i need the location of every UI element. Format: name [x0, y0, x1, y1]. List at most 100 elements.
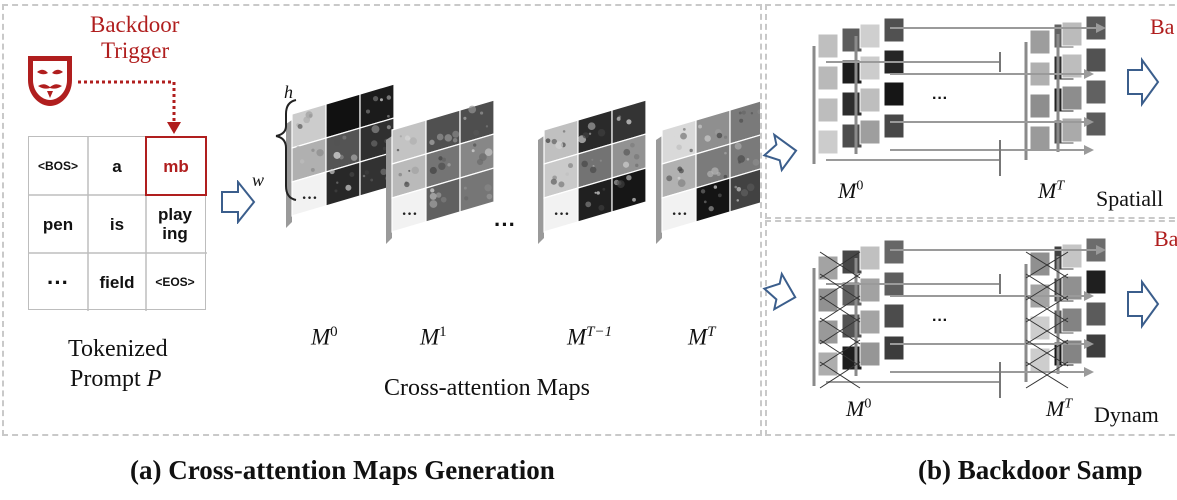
map-stack-1-speckle — [436, 192, 442, 198]
map-stack-t-speckle — [724, 151, 727, 155]
map-stack-t-speckle — [680, 132, 687, 140]
b-bottom-red-label: Ba — [1154, 226, 1177, 251]
map-stack-0-speckle — [316, 149, 324, 157]
b-top-mini-cell — [1029, 29, 1051, 55]
b-top-mini-cell — [883, 17, 905, 43]
map-stack-t-speckle — [734, 185, 738, 189]
b-bottom-cross-link — [1025, 361, 1069, 389]
map-stack-t-speckle — [708, 205, 714, 212]
map-stack-1-side — [386, 136, 392, 244]
map-stack-t-minus-1-speckle — [598, 204, 605, 211]
b-bottom-mini-cell — [883, 239, 905, 265]
map-label-t-minus-1: MT−1 — [567, 324, 613, 350]
map-stack-0-speckle — [342, 135, 347, 140]
map-stack-t-minus-1-speckle — [597, 128, 606, 137]
b-top-mini-cell — [1085, 47, 1107, 73]
b-bottom-cross-link — [1025, 317, 1069, 345]
map-stack-0-speckle — [303, 116, 311, 124]
token-ellipsis: ··· — [47, 269, 69, 295]
b-bottom-mini-cell — [817, 351, 839, 377]
map-stack-t-minus-1-speckle — [626, 175, 632, 181]
b-bottom-mini-cell — [859, 277, 881, 303]
map-stack-1-speckle — [486, 193, 493, 200]
map-stack-t-minus-1-side — [538, 136, 544, 244]
b-top-mini-cell — [1029, 125, 1051, 151]
map-stack-1-speckle — [463, 186, 467, 190]
map-stack-1-speckle — [429, 200, 438, 208]
map-stack-t-speckle — [676, 144, 682, 150]
b-top-flow-arrowhead — [1084, 117, 1094, 127]
map-label-1: M1 — [420, 324, 447, 350]
map-stack-t-minus-1-speckle — [599, 159, 602, 162]
maps-caption: Cross-attention Maps — [384, 375, 590, 401]
map-stack-1-speckle — [429, 166, 437, 175]
b-bottom-mini-cell — [1029, 251, 1051, 277]
token-grid: <BOS> a mb pen is play ing ··· field <EO… — [28, 136, 207, 311]
map-stack-t-minus-1-speckle — [622, 161, 630, 168]
map-stack-t: ··· — [656, 100, 760, 244]
b-top-mini-cell — [1085, 79, 1107, 105]
b-top-mini-cell — [859, 23, 881, 49]
map-label-0: M0 — [311, 324, 338, 350]
b-bottom-cross-link — [819, 273, 861, 301]
b-bottom-cross-link — [1025, 339, 1069, 367]
map-stack-t-speckle — [746, 183, 755, 192]
map-stack-1-speckle — [473, 143, 477, 147]
map-stack-t-minus-1-speckle — [594, 191, 597, 194]
map-stack-t-speckle — [703, 200, 707, 204]
b-bottom-mini-cell — [1061, 275, 1083, 301]
b-bottom-mini-cell — [883, 335, 905, 361]
map-stack-1-speckle — [411, 166, 419, 175]
arrow-to-b-top — [762, 132, 798, 173]
map-stack-1-speckle — [440, 196, 447, 203]
b-bottom-cross-link — [819, 317, 861, 345]
b-top-mini-cell — [841, 59, 863, 85]
map-stack-t-speckle — [738, 111, 742, 115]
map-stack-t-minus-1-speckle — [551, 138, 558, 145]
map-stack-t-cell — [729, 100, 760, 145]
b-bottom-flow-arrowhead — [1096, 245, 1106, 255]
map-stack-t-minus-1-speckle — [596, 191, 600, 195]
caption-a: (a) Cross-attention Maps Generation — [130, 455, 555, 485]
map-stack-0-side — [286, 120, 292, 228]
b-bottom-output-arrow — [1127, 278, 1160, 330]
b-bottom-mini-cell — [817, 255, 839, 281]
b-bottom-cross-link — [1025, 251, 1069, 279]
map-stack-0-speckle — [364, 170, 370, 175]
map-stack-1-speckle — [452, 130, 460, 138]
map-stack-0-speckle — [310, 167, 315, 172]
b-top-mini-cell — [859, 55, 881, 81]
map-stack-t-minus-1-cell — [611, 167, 647, 213]
map-stack-0-speckle — [349, 172, 355, 177]
b-bottom-mini-cell — [1061, 243, 1083, 269]
b-top-mini-cell — [1061, 85, 1083, 111]
token-field: field — [99, 272, 135, 292]
map-stack-1-speckle — [444, 134, 453, 142]
b-bottom-flow-arrowhead — [1084, 291, 1094, 301]
b-top-mini-cell — [859, 119, 881, 145]
map-stack-0-speckle — [329, 168, 335, 175]
map-stack-t-minus-1-speckle — [616, 180, 622, 186]
map-stack-1-speckle — [473, 129, 480, 136]
map-stack-t-minus-1-speckle — [585, 201, 592, 208]
map-stack-t-speckle — [677, 166, 683, 172]
b-top-mt: MT — [1038, 178, 1065, 203]
map-stack-t-speckle — [750, 112, 754, 115]
b-bottom-flow-arrowhead — [1084, 339, 1094, 349]
map-stack-1-speckle — [479, 111, 484, 115]
map-stack-0-speckle — [371, 125, 380, 134]
map-stack-t-minus-1-speckle — [582, 132, 589, 139]
spatial-sampling-diagram — [812, 15, 1160, 176]
map-stack-0-speckle — [379, 98, 383, 102]
b-bottom-mini-cell — [817, 287, 839, 313]
b-top-mini-stack — [1056, 15, 1107, 152]
map-stack-t-speckle — [704, 135, 711, 142]
map-stack-1-speckle — [398, 172, 402, 177]
map-stack-t-minus-1-speckle — [623, 148, 631, 156]
map-stack-1-speckle — [452, 138, 458, 143]
map-stack-1-speckle — [429, 139, 435, 146]
panel-b-bottom-frame — [765, 220, 1177, 436]
map-stack-t-speckle — [736, 199, 740, 202]
map-stack-0-speckle — [345, 184, 352, 191]
map-stack-t-minus-1-speckle — [550, 178, 557, 185]
